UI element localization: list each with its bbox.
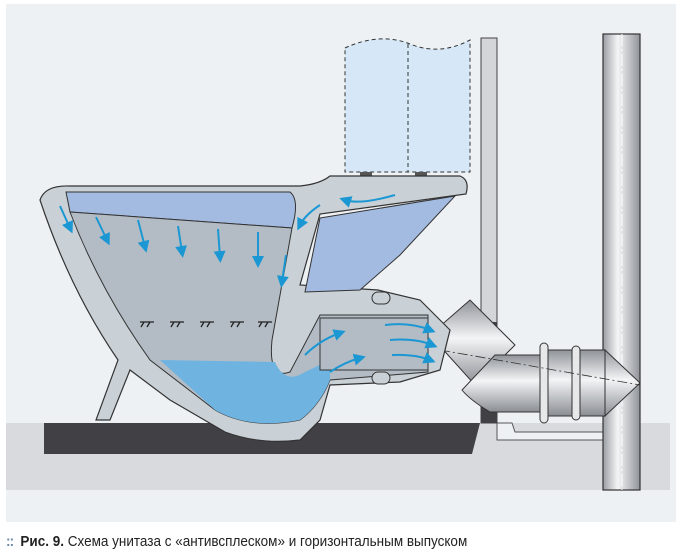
water (160, 360, 330, 424)
toilet-diagram (6, 4, 676, 522)
trapway-upper (304, 195, 457, 293)
outlet-channel (319, 317, 429, 371)
cistern (344, 38, 471, 173)
caption-label: Рис. 9. (20, 533, 64, 550)
caption-marker-icon: :: (6, 533, 14, 550)
caption-text: Схема унитаза с «антивсплеском» и горизо… (63, 533, 468, 550)
outlet-pipe (429, 299, 641, 424)
mounting-lug (371, 291, 391, 305)
water-level-marks (140, 321, 272, 328)
figure-caption: ::Рис. 9. Схема унитаза с «антивсплеском… (6, 533, 467, 550)
flow-arrows (59, 194, 438, 373)
mounting-lug (371, 371, 391, 385)
